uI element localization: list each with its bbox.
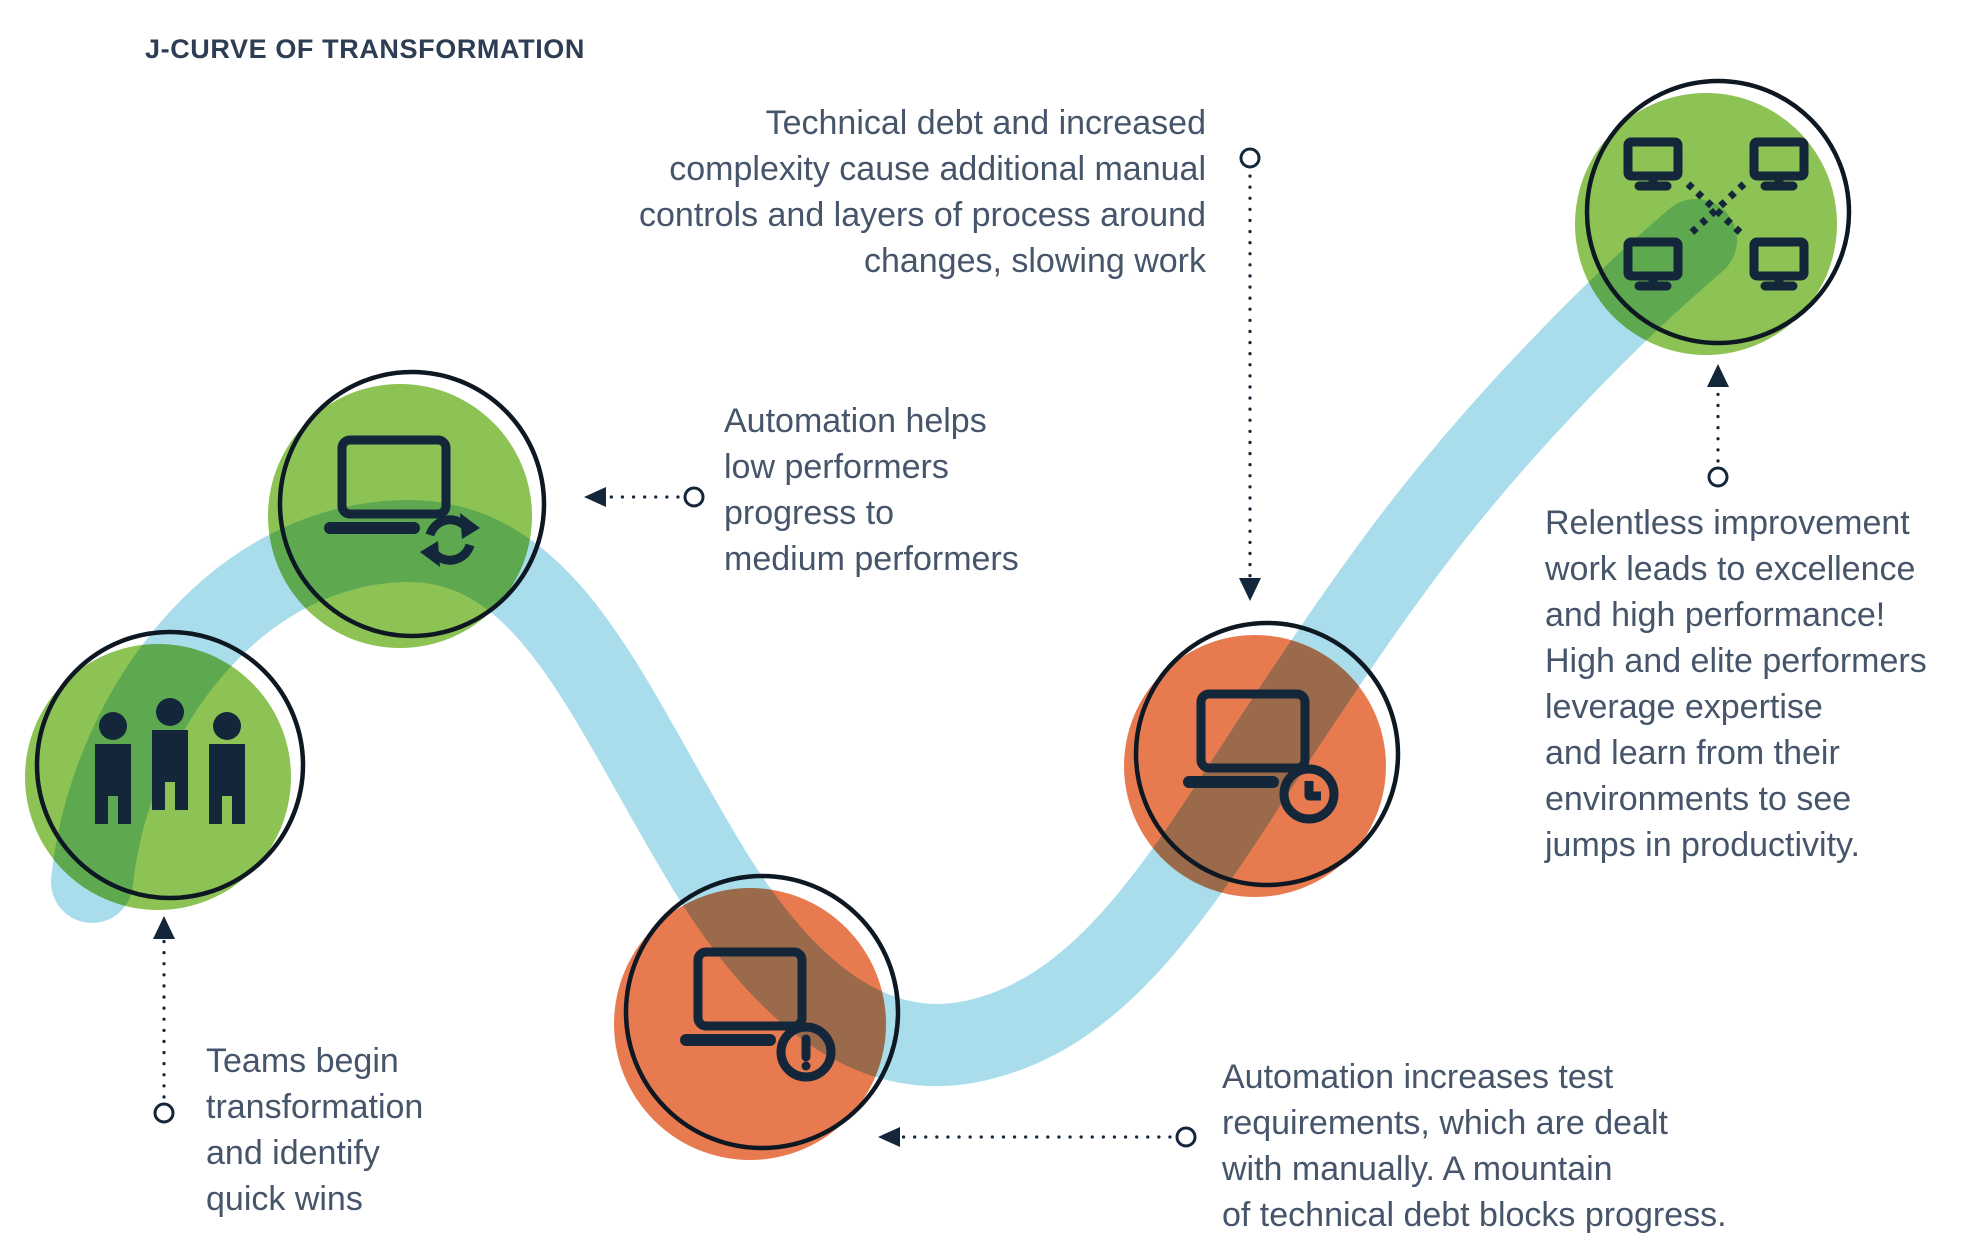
annotation-relentless-improvement: Relentless improvement work leads to exc… xyxy=(1545,504,1927,864)
node-automation-outline xyxy=(277,369,547,639)
leader-technical-debt xyxy=(1239,147,1261,601)
annotation-technical-debt: Technical debt and increased complexity … xyxy=(639,104,1206,280)
annotation-teams-begin: Teams begin transformation and identify … xyxy=(206,1042,424,1218)
laptop-sync-icon xyxy=(324,440,480,567)
leader-teams-begin xyxy=(153,916,175,1124)
leader-automation-increases xyxy=(878,1126,1197,1148)
annotation-automation-increases: Automation increases test requirements, … xyxy=(1222,1058,1727,1234)
page-title: J-CURVE OF TRANSFORMATION xyxy=(145,34,585,64)
leader-automation-helps xyxy=(584,486,705,508)
leader-relentless xyxy=(1707,364,1729,488)
laptop-alert-icon xyxy=(680,952,836,1082)
node-manual-controls-outline xyxy=(1133,620,1401,888)
j-curve-ribbon xyxy=(51,199,1737,1086)
node-teams-outline xyxy=(34,629,306,901)
node-high-performance-outline xyxy=(1584,78,1852,346)
node-test-debt-outline xyxy=(623,873,901,1151)
annotation-automation-helps: Automation helps low performers progress… xyxy=(724,402,1019,578)
laptop-clock-icon xyxy=(1183,694,1339,824)
